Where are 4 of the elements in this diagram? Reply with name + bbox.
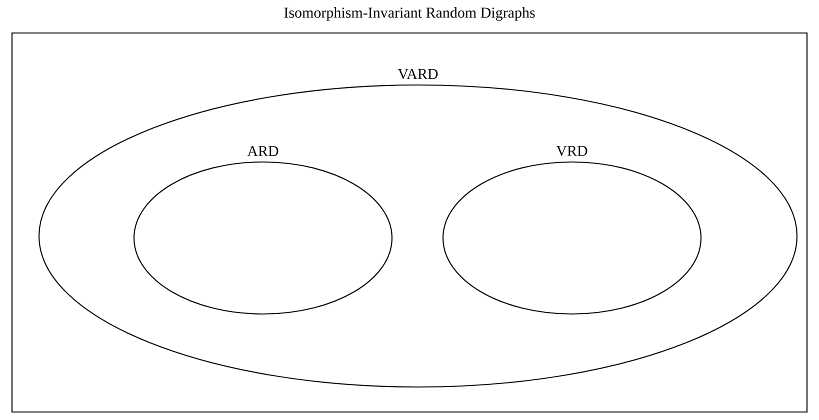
node-label: VARD xyxy=(398,68,438,80)
node-label: VRD xyxy=(556,146,588,156)
node-label: Isomorphism-Invariant Random Digraphs xyxy=(284,7,535,21)
node-label: ARD xyxy=(247,146,278,156)
